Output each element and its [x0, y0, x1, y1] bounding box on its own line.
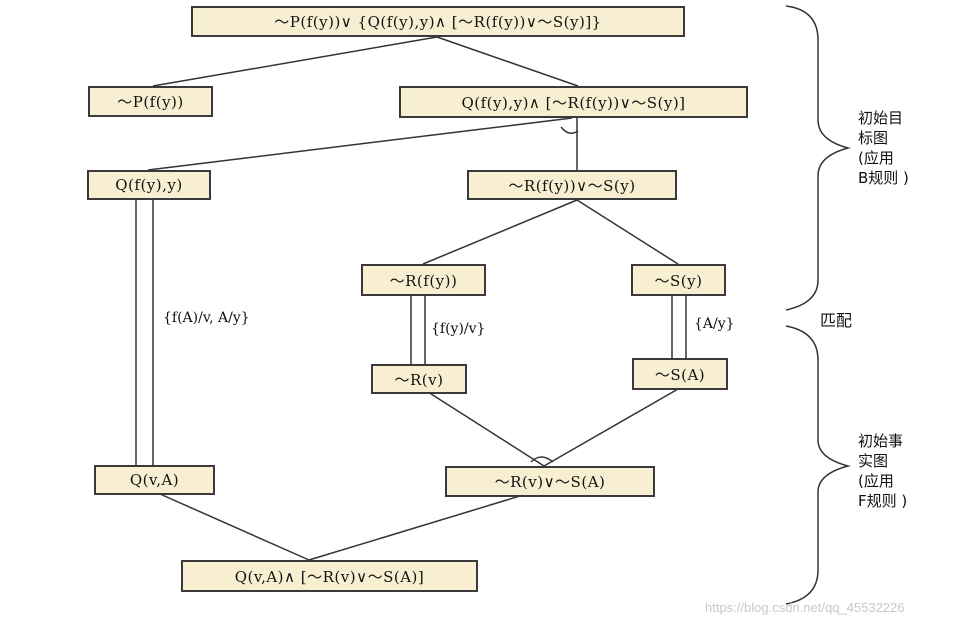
- node-not-s-a: ～S(A): [632, 358, 728, 390]
- node-q-and: Q(f(y),y)∧ [～R(f(y))∨～S(y)]: [399, 86, 748, 118]
- node-r-or-s: ～R(f(y))∨～S(y): [467, 170, 677, 200]
- substitution-r: {f(y)/v}: [431, 321, 486, 337]
- edge-qand-qfy: [147, 117, 573, 171]
- and-arc-bottom: [530, 456, 554, 463]
- goal-graph-annotation: 初始目 标图 (应用 B规则 ): [858, 109, 909, 187]
- node-q-va: Q(v,A): [94, 465, 215, 495]
- edge-ror-notr: [422, 199, 578, 265]
- edge-root-qand: [436, 36, 579, 87]
- node-r-v-or-s-a: ～R(v)∨～S(A): [445, 466, 655, 497]
- edge-notrv-or: [427, 391, 545, 467]
- and-arc-top: [560, 126, 579, 134]
- node-q-fy: Q(f(y),y): [87, 170, 211, 200]
- brace-fact: [785, 325, 851, 605]
- node-bottom-fact: Q(v,A)∧ [～R(v)∨～S(A)]: [181, 560, 478, 592]
- substitution-q: {f(A)/v, A/y}: [163, 310, 250, 326]
- node-not-s-y: ～S(y): [631, 264, 726, 296]
- brace-goal: [785, 5, 851, 311]
- edge-qva-bottom: [159, 493, 310, 561]
- edge-root-notp: [152, 36, 438, 87]
- node-not-r-fy: ～R(f(y)): [361, 264, 486, 296]
- watermark: https://blog.csdn.net/qq_45532226: [705, 600, 905, 615]
- node-not-r-v: ～R(v): [371, 364, 467, 394]
- edge-notsa-or: [543, 388, 679, 467]
- substitution-s: {A/y}: [694, 316, 735, 332]
- edge-or-bottom: [308, 495, 521, 561]
- match-annotation: 匹配: [820, 311, 853, 330]
- node-root-goal: ～P(f(y))∨ {Q(f(y),y)∧ [～R(f(y))∨～S(y)]}: [191, 6, 685, 37]
- fact-graph-annotation: 初始事 实图 (应用 F规则 ): [858, 432, 908, 510]
- edge-ror-nots: [576, 199, 679, 265]
- node-not-p: ～P(f(y)): [88, 86, 213, 117]
